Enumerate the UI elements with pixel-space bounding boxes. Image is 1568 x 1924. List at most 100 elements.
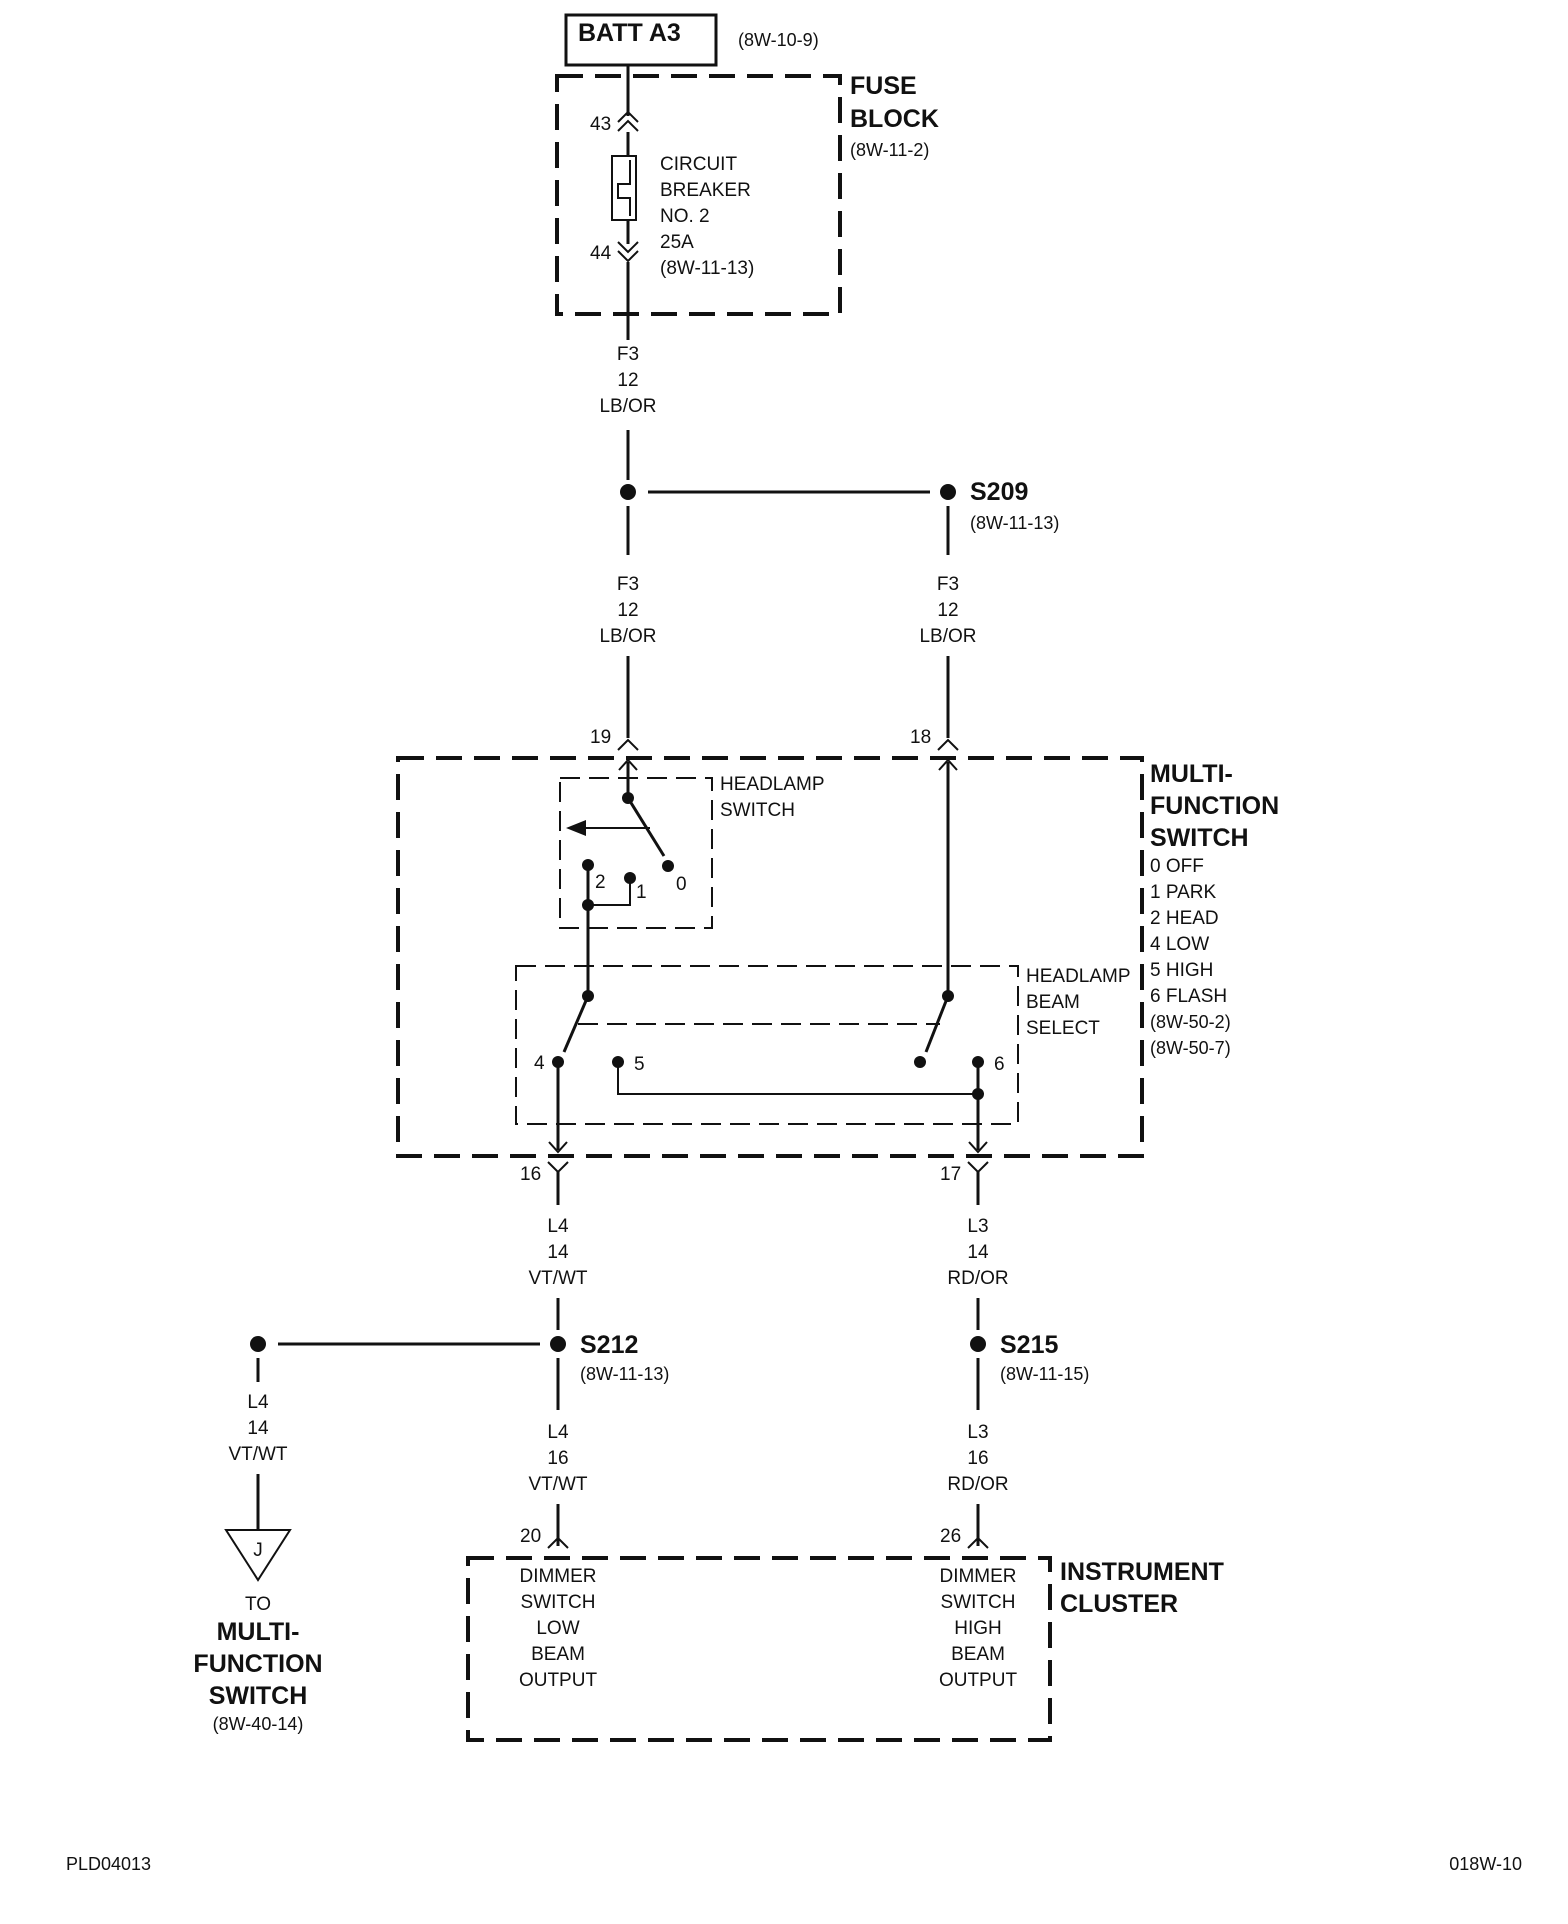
wire-f3-color-c: LB/OR [919,626,976,647]
splice-s215-name: S215 [1000,1331,1058,1359]
headlamp-contact-0 [662,860,674,872]
beam-select-line-1: HEADLAMP [1026,966,1131,987]
footer-right-code: 018W-10 [1449,1854,1522,1874]
wire-l3-14-color: RD/OR [947,1268,1008,1289]
wire-l4-branch-color: VT/WT [228,1444,287,1465]
contact-5-to-6-tie [617,1062,978,1095]
beam-select-line-3: SELECT [1026,1018,1100,1039]
splice-s209-dot [940,484,956,500]
fuse-block: FUSE BLOCK (8W-11-2) 43 44 CIRCUIT BREAK… [555,72,939,316]
high-output-line-3: HIGH [954,1618,1002,1639]
mfs-ref-1: (8W-50-2) [1150,1012,1231,1032]
fuse-block-outline [555,74,842,316]
wire-l4-16-gauge: 16 [547,1448,568,1469]
beam-right-contact [914,1056,926,1068]
breaker-line-5: (8W-11-13) [660,258,754,279]
instrument-cluster: 20 26 INSTRUMENT CLUSTER DIMMER SWITCH L… [466,1526,1224,1742]
wire-f3-color-a: LB/OR [599,396,656,417]
connector-44-symbol [617,241,639,263]
high-beam-node [972,1088,984,1100]
wire-f3-circuit-c: F3 [937,574,959,595]
wire-l3-16-gauge: 16 [967,1448,988,1469]
mfs-title-3: SWITCH [1150,824,1249,852]
wire-l3-14-circuit: L3 [967,1216,988,1237]
breaker-line-3: NO. 2 [660,206,710,227]
breaker-element [617,160,631,216]
mfs-title-2: FUNCTION [1150,792,1279,820]
beam-select-outline [515,965,1019,1125]
breaker-line-1: CIRCUIT [660,154,737,175]
branch-j-dot [250,1336,266,1352]
mfs-ref-2: (8W-50-7) [1150,1038,1231,1058]
connector-19-symbol [617,738,639,751]
headlamp-switch-line-2: SWITCH [720,800,795,821]
beam-left-arm [562,995,590,1053]
connector-j: J TO MULTI- FUNCTION SWITCH (8W-40-14) [193,1529,323,1734]
connector-j-title-1: MULTI- [217,1618,300,1646]
connector-j-title-3: SWITCH [209,1682,308,1710]
mfs-position-1: 1 PARK [1150,882,1217,903]
arrow-down-16 [548,1141,568,1154]
headlamp-actuator-arrow [566,820,586,836]
cluster-pin-20: 20 [520,1526,541,1547]
cluster-title-1: INSTRUMENT [1060,1558,1224,1586]
connector-16-symbol [547,1161,569,1174]
connector-18-symbol [937,738,959,751]
beam-select-line-2: BEAM [1026,992,1080,1013]
arrow-up-19 [618,758,638,771]
connector-j-triangle [224,1529,292,1582]
splice-s215-ref: (8W-11-15) [1000,1364,1089,1384]
mfs-position-4: 4 LOW [1150,934,1209,955]
breaker-line-4: 25A [660,232,694,253]
mfs-position-5: 5 HIGH [1150,960,1213,981]
low-output-line-3: LOW [536,1618,579,1639]
low-output-line-5: OUTPUT [519,1670,598,1691]
arrow-down-17 [968,1141,988,1154]
splice-s215-dot [970,1336,986,1352]
connector-26-symbol [967,1536,989,1549]
batt-label: BATT A3 [578,19,681,47]
wire-l3-16-color: RD/OR [947,1474,1008,1495]
headlamp-contact-1-label: 1 [636,882,647,903]
splice-s209-name: S209 [970,478,1028,506]
connector-j-to: TO [245,1594,271,1615]
connector-43-symbol [617,110,639,132]
breaker-body [611,155,637,221]
wire-l4-14-color: VT/WT [528,1268,587,1289]
wire-l3-14-gauge: 14 [967,1242,989,1263]
connector-j-title-2: FUNCTION [193,1650,322,1678]
connector-17-symbol [967,1161,989,1174]
connector-j-letter: J [253,1540,263,1561]
low-output-line-4: BEAM [531,1644,585,1665]
headlamp-contact-2-label: 2 [595,872,606,893]
wire-f3-gauge-c: 12 [937,600,958,621]
high-output-line-4: BEAM [951,1644,1005,1665]
battery-source: BATT A3 (8W-10-9) [564,13,819,67]
splice-s212-ref: (8W-11-13) [580,1364,669,1384]
fuse-pin-43: 43 [590,114,611,135]
splice-s212-dot [550,1336,566,1352]
mfs-position-0: 0 OFF [1150,856,1204,877]
high-output-line-5: OUTPUT [939,1670,1018,1691]
connector-20-symbol [547,1536,569,1549]
connector-j-ref: (8W-40-14) [213,1714,304,1734]
low-output-line-2: SWITCH [521,1592,596,1613]
instrument-cluster-outline [466,1556,1052,1742]
fuse-block-ref: (8W-11-2) [850,140,929,160]
batt-ref: (8W-10-9) [738,30,819,50]
arrow-up-18 [938,758,958,771]
wire-f3-circuit-b: F3 [617,574,639,595]
mfs-position-6: 6 FLASH [1150,986,1227,1007]
beam-contact-6-label: 6 [994,1054,1005,1075]
wire-l4-16-color: VT/WT [528,1474,587,1495]
headlamp-switch-outline [559,777,713,929]
fuse-pin-44: 44 [590,243,612,264]
headlamp-contact-0-label: 0 [676,874,687,895]
mfs-pin-17: 17 [940,1164,961,1185]
wire-f3-color-b: LB/OR [599,626,656,647]
headlamp-switch-line-1: HEADLAMP [720,774,825,795]
wire-f3-circuit-a: F3 [617,344,639,365]
high-output-line-1: DIMMER [939,1566,1016,1587]
mfs-position-2: 2 HEAD [1150,908,1219,929]
